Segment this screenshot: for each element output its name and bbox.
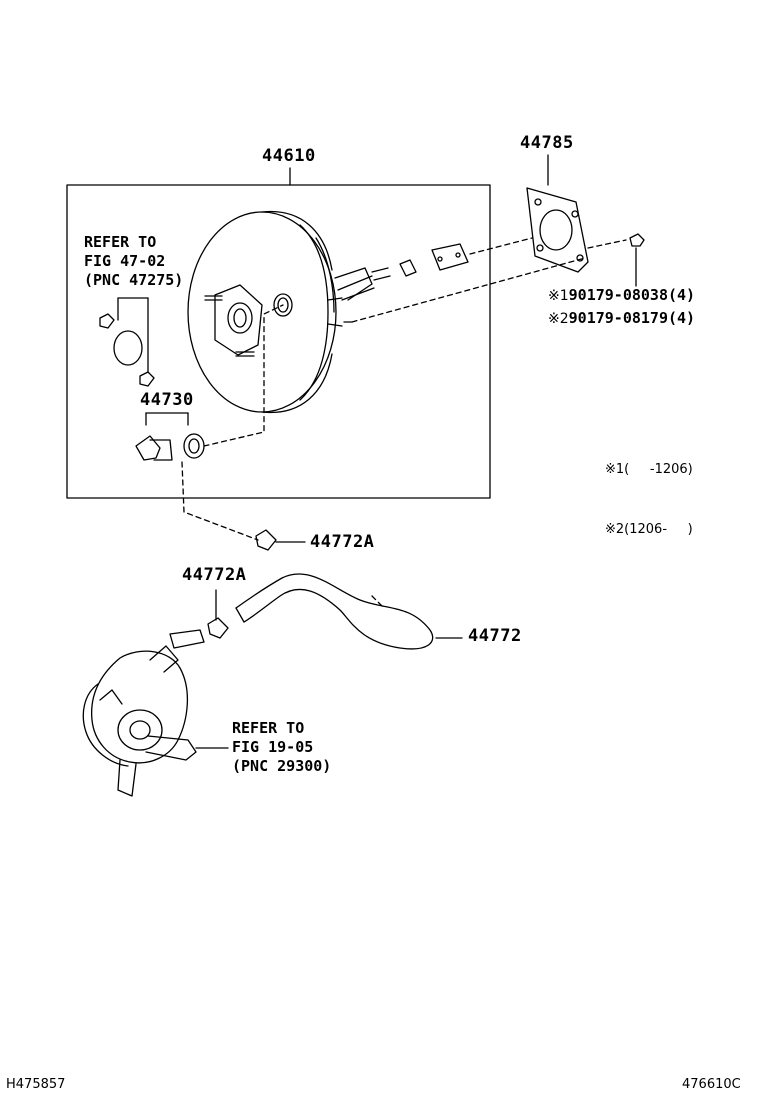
assembly-frame <box>66 184 491 499</box>
clevis-and-nut <box>399 243 469 277</box>
check-valve <box>135 412 205 461</box>
brake-booster <box>187 210 391 414</box>
bolt-list: ※190179-08038(4) ※290179-08179(4) <box>548 284 695 330</box>
ref-1905-line3: (PNC 29300) <box>232 757 332 775</box>
label-44785: 44785 <box>520 133 574 153</box>
ref-1905-line1: REFER TO <box>232 719 305 737</box>
o-ring-group <box>99 297 155 387</box>
label-44772a-upper: 44772A <box>310 532 375 552</box>
bolt-part-1: 90179-08038(4) <box>568 286 696 304</box>
bolt-row-2: ※290179-08179(4) <box>548 307 695 330</box>
ref-4702-line2: FIG 47-02 <box>84 252 166 270</box>
bolt-row-1: ※190179-08038(4) <box>548 284 695 307</box>
label-44772a-lower: 44772A <box>182 565 247 585</box>
bolt-mark-2: ※2 <box>548 311 569 327</box>
vacuum-hose <box>235 573 434 650</box>
ref-4702-line3: (PNC 47275) <box>84 271 184 289</box>
note-2: ※2(1206- ) <box>605 522 693 537</box>
note-1: ※1( -1206) <box>605 462 693 477</box>
footer-right-id: 476610C <box>682 1077 741 1092</box>
bolt-mark-1: ※1 <box>548 288 569 304</box>
ref-fig-47-02: REFER TO FIG 47-02 (PNC 47275) <box>84 233 183 290</box>
gasket <box>526 187 589 273</box>
bolt-part-2: 90179-08179(4) <box>568 309 696 327</box>
hose-clip-upper <box>255 529 277 551</box>
footer-left-id: H475857 <box>6 1077 66 1092</box>
ref-1905-line2: FIG 19-05 <box>232 738 314 756</box>
hose-clip-lower <box>207 617 229 639</box>
label-44772: 44772 <box>468 626 522 646</box>
ref-4702-line1: REFER TO <box>84 233 157 251</box>
label-44610: 44610 <box>262 146 316 166</box>
vacuum-pump <box>82 629 205 797</box>
label-44730: 44730 <box>140 390 194 410</box>
note-list: ※1( -1206) ※2(1206- ) <box>605 420 693 560</box>
bolt <box>629 233 645 287</box>
ref-fig-19-05: REFER TO FIG 19-05 (PNC 29300) <box>232 719 331 776</box>
